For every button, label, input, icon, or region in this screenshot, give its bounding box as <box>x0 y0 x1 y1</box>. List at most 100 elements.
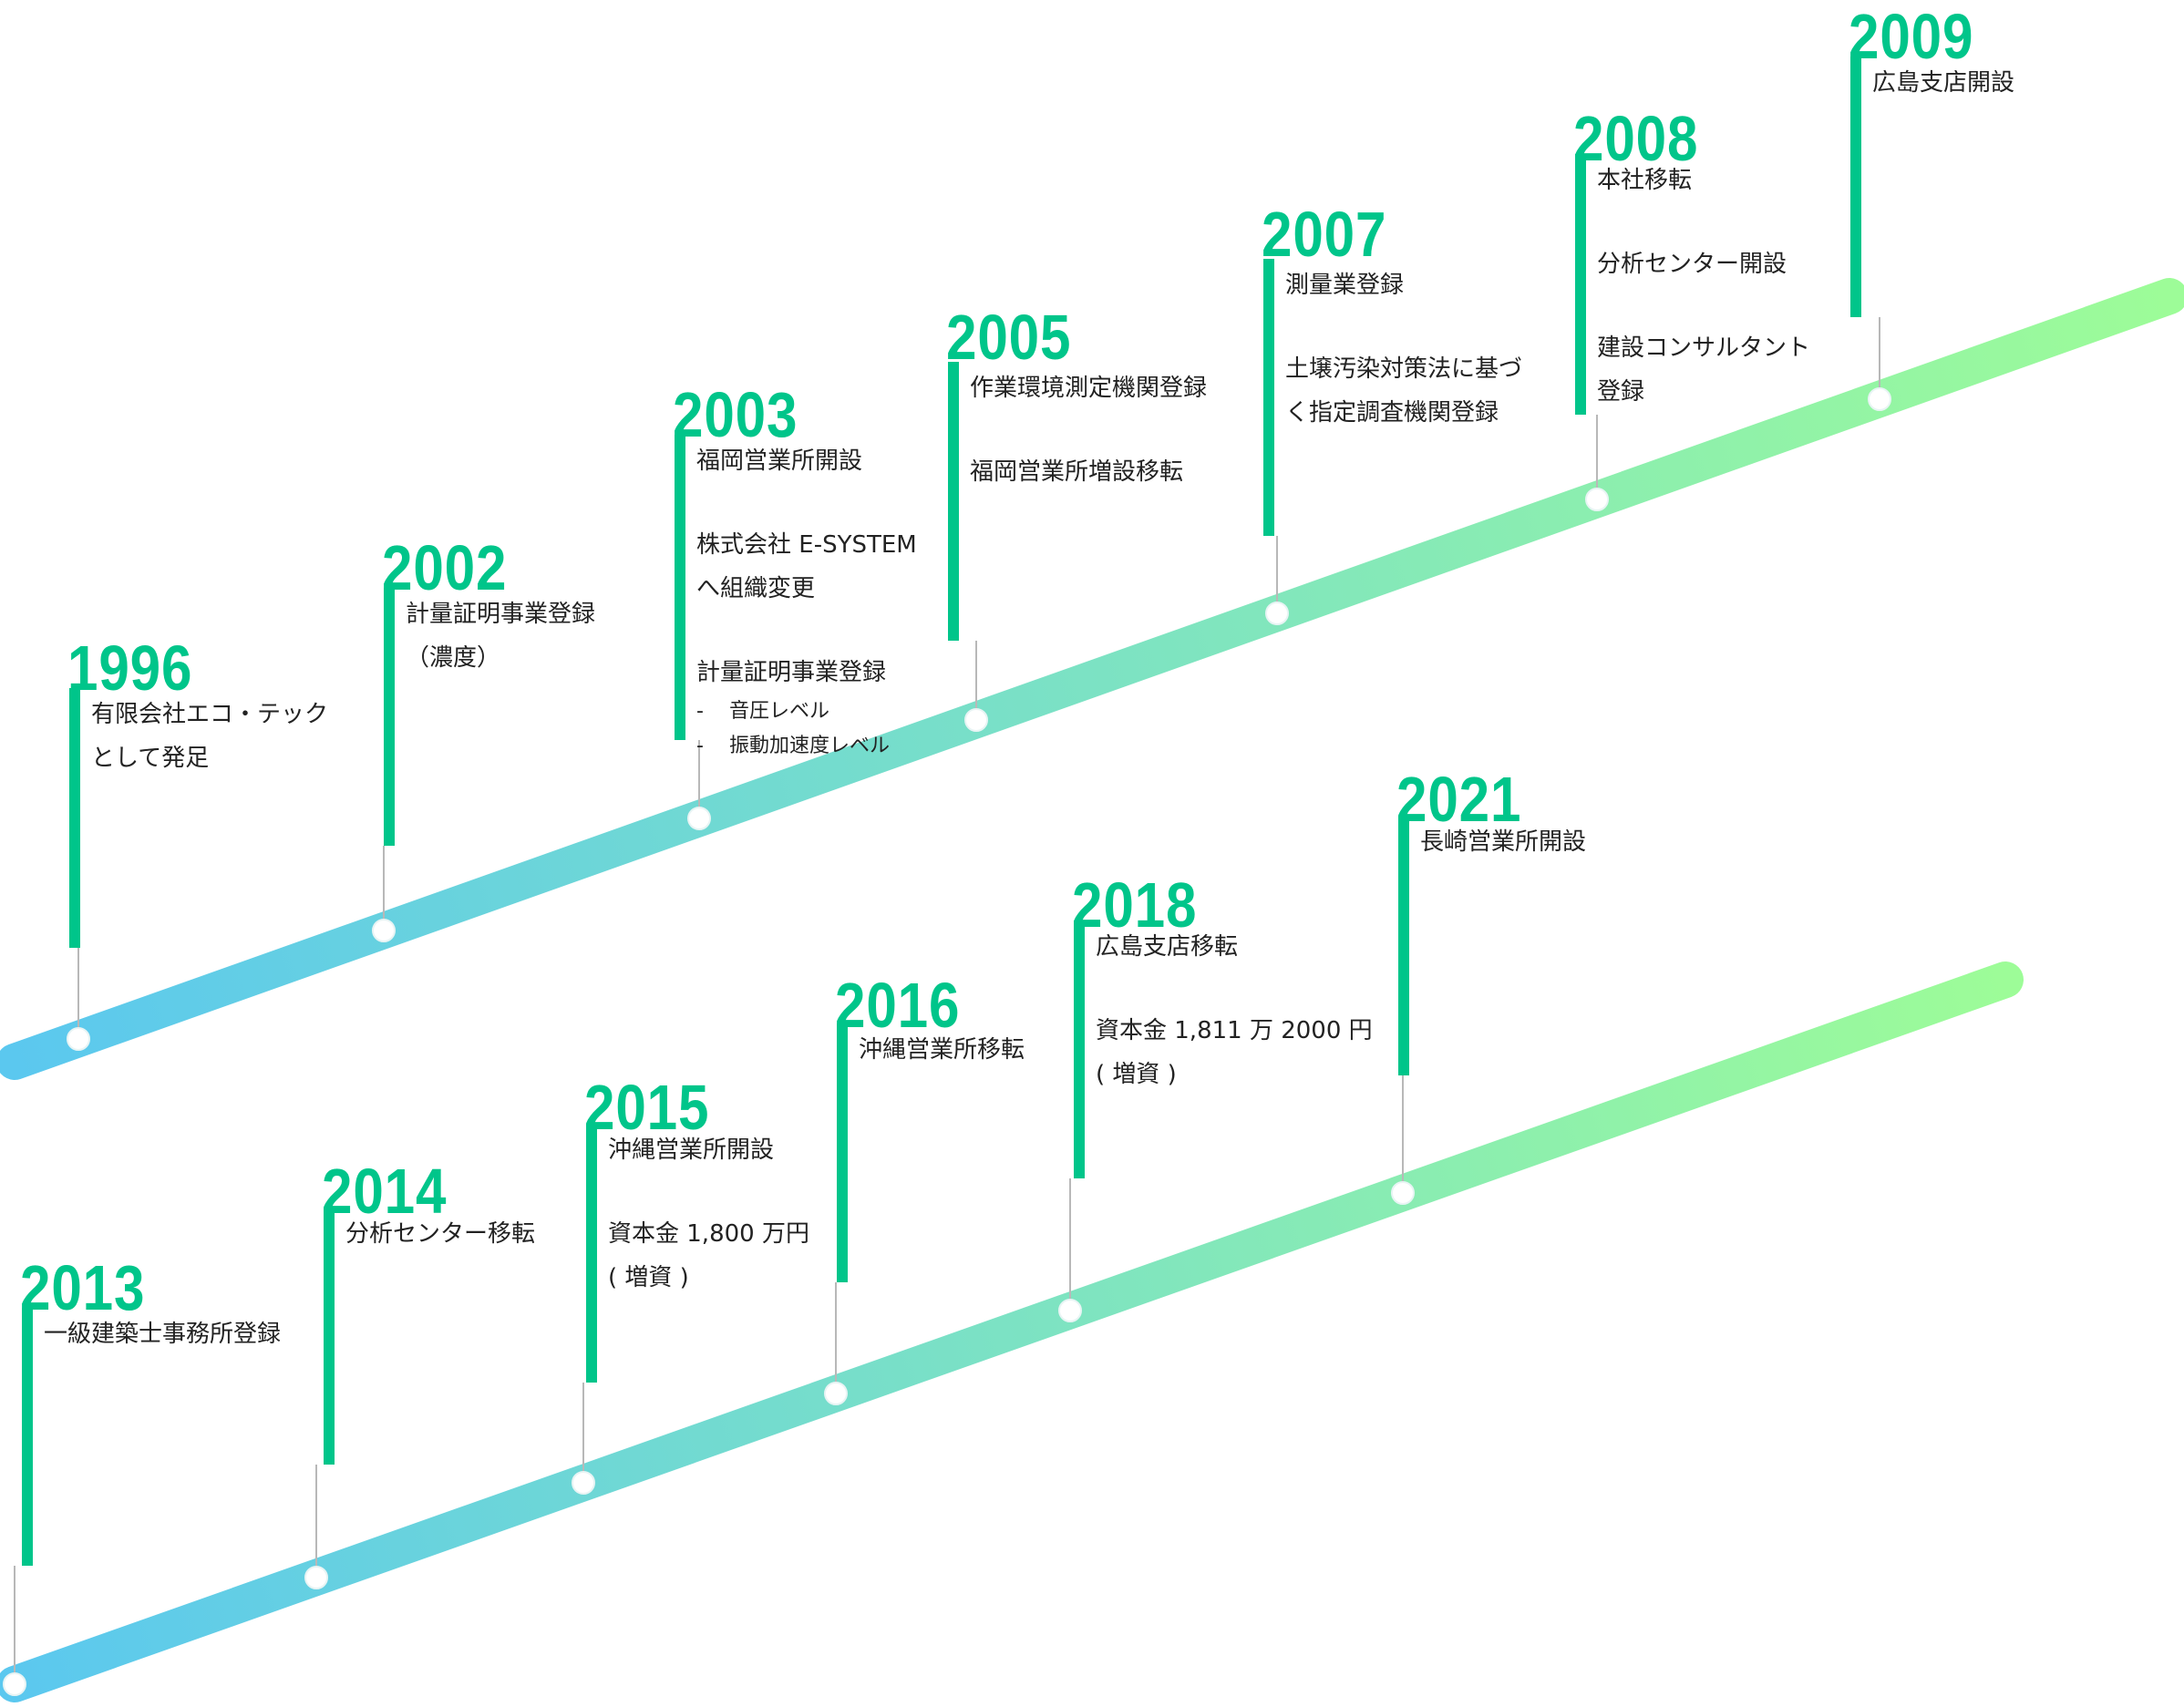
event-entry: 福岡営業所開設 <box>696 439 1025 483</box>
event-entries: 本社移転分析センター開設建設コンサルタント登録 <box>1597 159 1925 454</box>
event-entry: 一級建築士事務所登録 <box>44 1312 372 1356</box>
entry-text: 分析センター移転 <box>345 1220 536 1248</box>
entry-text: 分析センター開設 <box>1597 251 1787 278</box>
event-entry: 広島支店開設 <box>1872 61 2184 105</box>
event-marker-bar <box>324 1208 335 1465</box>
event-entry: 計量証明事業登録-音圧レベル-振動加速度レベル <box>696 651 1025 764</box>
event-year: 2021 <box>1396 764 1522 835</box>
event-entry: 作業環境測定機関登録 <box>970 366 1298 410</box>
event-entry: 広島支店移転 <box>1096 925 1424 969</box>
entry-text: 作業環境測定機関登録 <box>970 375 1208 402</box>
event-entries: 計量証明事業登録（濃度） <box>406 592 734 720</box>
event-connector <box>1596 415 1598 499</box>
entry-text: 資本金 1,811 万 2000 円 <box>1096 1017 1373 1044</box>
entry-text: 沖縄営業所開設 <box>608 1136 775 1164</box>
event-marker-bar <box>1074 920 1085 1178</box>
event-year: 2013 <box>20 1252 146 1323</box>
entry-text: 長崎営業所開設 <box>1420 828 1587 856</box>
event-dot <box>372 919 396 942</box>
entry-text: 一級建築士事務所登録 <box>44 1321 282 1348</box>
entry-text: 資本金 1,800 万円 <box>608 1220 809 1248</box>
event-entries: 測量業登録土壌汚染対策法に基づく指定調査機関登録 <box>1285 263 1613 475</box>
event-connector <box>383 846 385 931</box>
event-entry: 沖縄営業所移転 <box>859 1028 1187 1072</box>
event-connector <box>975 641 977 720</box>
sub-item-text: 音圧レベル <box>729 700 830 723</box>
sub-item-dash: - <box>696 700 704 723</box>
event-entry: 分析センター開設 <box>1597 242 1925 286</box>
entry-text: 計量証明事業登録 <box>696 659 887 686</box>
event-dot <box>1058 1299 1082 1322</box>
event-marker-bar <box>22 1308 33 1566</box>
event-entry: 沖縄営業所開設 <box>608 1128 936 1172</box>
event-year: 2015 <box>584 1072 710 1143</box>
entry-text: 広島支店開設 <box>1872 69 2015 97</box>
event-dot <box>1585 488 1609 511</box>
event-year: 2016 <box>835 970 961 1041</box>
entry-text: 測量業登録 <box>1285 272 1405 299</box>
event-entries: 長崎営業所開設 <box>1420 820 1748 904</box>
event-year: 1996 <box>67 632 193 704</box>
entry-text: 本社移転 <box>1597 167 1693 194</box>
event-marker-bar <box>1263 259 1274 536</box>
entry-text: ( 増資 ) <box>1096 1061 1177 1088</box>
event-connector <box>582 1383 584 1483</box>
event-dot <box>964 708 988 732</box>
event-marker-bar <box>384 588 395 846</box>
event-dot <box>3 1672 26 1696</box>
entry-text: として発足 <box>91 745 210 772</box>
event-entries: 作業環境測定機関登録福岡営業所増設移転 <box>970 366 1298 534</box>
event-connector <box>1402 1075 1404 1193</box>
event-entries: 有限会社エコ・テックとして発足 <box>91 693 419 820</box>
entry-text: へ組織変更 <box>696 575 816 602</box>
event-connector <box>315 1465 317 1578</box>
event-marker-bar <box>69 688 80 948</box>
event-dot <box>304 1566 328 1589</box>
event-entries: 沖縄営業所移転 <box>859 1028 1187 1112</box>
entry-text: 福岡営業所開設 <box>696 447 863 475</box>
entry-text: 建設コンサルタント <box>1597 334 1811 362</box>
event-year: 2007 <box>1262 199 1387 270</box>
event-entry: 長崎営業所開設 <box>1420 820 1748 864</box>
timeline-band-2013-2021 <box>0 961 2024 1702</box>
event-entry: 福岡営業所増設移転 <box>970 450 1298 494</box>
event-connector <box>698 740 700 818</box>
event-connector <box>835 1282 837 1393</box>
event-connector <box>14 1566 15 1684</box>
event-marker-bar <box>1398 816 1409 1075</box>
event-entry: 資本金 1,811 万 2000 円 ( 増資 ) <box>1096 1009 1424 1096</box>
event-entry: 建設コンサルタント登録 <box>1597 326 1925 414</box>
event-marker-bar <box>586 1124 597 1383</box>
event-year: 2009 <box>1849 1 1974 72</box>
event-dot <box>572 1471 595 1495</box>
entry-text: 土壌汚染対策法に基づ <box>1285 355 1523 383</box>
event-entry: 有限会社エコ・テックとして発足 <box>91 693 419 780</box>
entry-text: 登録 <box>1597 378 1645 406</box>
event-dot <box>1868 387 1891 411</box>
entry-text: く指定調査機関登録 <box>1285 399 1499 427</box>
entry-text: 有限会社エコ・テック <box>91 701 329 728</box>
entry-text: 福岡営業所増設移転 <box>970 458 1184 486</box>
event-connector <box>1069 1178 1071 1311</box>
event-entries: 分析センター移転 <box>345 1212 674 1296</box>
event-dot <box>1265 602 1289 625</box>
event-dot <box>1391 1181 1415 1205</box>
event-entry: 資本金 1,800 万円( 増資 ) <box>608 1212 936 1300</box>
event-year: 2002 <box>382 532 508 603</box>
entry-sub-item: - 音圧レベル <box>696 694 1025 729</box>
event-marker-bar <box>1850 57 1861 317</box>
event-entry: 本社移転 <box>1597 159 1925 202</box>
event-dot <box>687 807 711 830</box>
event-year: 2014 <box>322 1156 448 1227</box>
event-entries: 一級建築士事務所登録 <box>44 1312 372 1396</box>
event-dot <box>67 1027 90 1051</box>
event-entries: 広島支店開設 <box>1872 61 2184 145</box>
event-year: 2008 <box>1573 103 1699 174</box>
event-entry: 土壌汚染対策法に基づく指定調査機関登録 <box>1285 347 1613 435</box>
event-connector <box>1879 317 1880 399</box>
entry-text: 沖縄営業所移転 <box>859 1036 1025 1064</box>
entry-text: 広島支店移転 <box>1096 933 1239 961</box>
event-year: 2003 <box>673 379 798 450</box>
